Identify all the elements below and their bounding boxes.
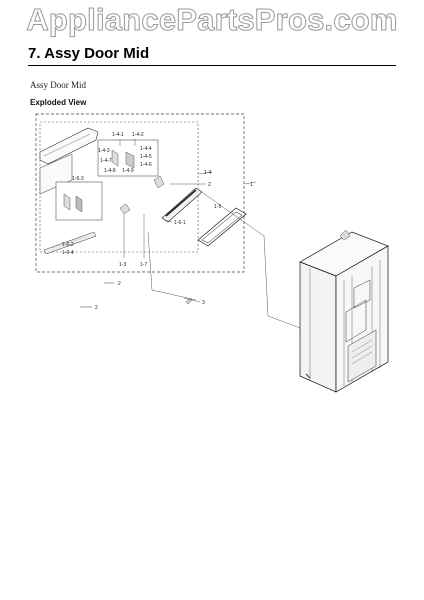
callout-1-4-1: 1-4-1 (112, 132, 124, 138)
screw-connector (147, 231, 197, 301)
callout-2-lower: 2 (95, 305, 98, 311)
callout-1-6-2: 1-6-2 (62, 242, 74, 248)
door-panel-part (197, 207, 247, 247)
callout-1-4: 1-4 (204, 170, 211, 176)
callout-1-4-8: 1-4-8 (104, 168, 116, 174)
page-title: 7. Assy Door Mid (28, 45, 150, 62)
section-label: Exploded View (30, 98, 87, 107)
subtitle: Assy Door Mid (30, 80, 87, 90)
callout-1-4-6: 1-4-6 (140, 162, 152, 168)
callout-1-4-2: 1-4-2 (132, 132, 144, 138)
hinge-part-a (119, 203, 131, 215)
callout-1-4-3: 1-4-3 (98, 148, 110, 154)
callout-1-4-4: 1-4-4 (140, 146, 152, 152)
callout-2-upper: 2 (208, 182, 211, 188)
callout-1-6-3: 1-6-3 (72, 176, 84, 182)
callout-1-4-7: 1-4-7 (100, 158, 112, 164)
callout-1-4-5: 1-4-5 (140, 154, 152, 160)
watermark: AppliancePartsPros.com (26, 2, 398, 38)
refrigerator-body (299, 229, 389, 393)
callout-2-mid: 2 (118, 281, 121, 287)
callout-1-4-9: 1-4-9 (122, 168, 134, 174)
callout-1-7: 1-7 (140, 262, 147, 268)
title-divider (28, 65, 396, 66)
callout-1-6-4: 1-6-4 (62, 250, 74, 256)
callout-1-3: 1-3 (119, 262, 126, 268)
assembly-boundary (35, 113, 245, 273)
door-side-part (39, 153, 73, 195)
hinge-bar-part (43, 231, 97, 255)
callout-3: 3 (202, 300, 205, 306)
handle-strip-part (161, 187, 203, 223)
assembly-connector (195, 187, 301, 329)
callout-1: 1 (250, 182, 253, 188)
callout-1-6-1: 1-6-1 (174, 220, 186, 226)
callout-1-5: 1-5 (214, 204, 221, 210)
hinge-part-b (153, 175, 165, 189)
